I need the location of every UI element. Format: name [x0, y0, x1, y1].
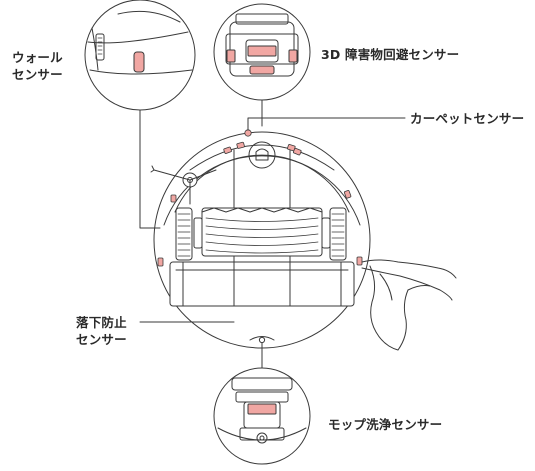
wall-sensor-label-line2: センサー: [12, 67, 63, 82]
carpet-sensor-label: カーペットセンサー: [410, 111, 525, 126]
cliff-sensor-side-right: [343, 190, 352, 199]
carpet-sensor-leader: [247, 117, 406, 131]
cliff-sensor-label: 落下防止 センサー: [76, 314, 127, 348]
drive-wheel-left: [175, 207, 193, 261]
callout-lines: [139, 97, 406, 373]
cliff-sensor-side-left: [170, 194, 177, 203]
cliff-sensor-front-left-2: [236, 141, 245, 149]
obstacle-sensor-zoom: [213, 3, 311, 101]
wall-sensor-label-line1: ウォール: [12, 50, 63, 65]
caster-wheel: [248, 141, 276, 169]
wall-sensor-leader: [139, 109, 161, 229]
cliff-sensor-front-left: [223, 146, 232, 154]
cliff-sensor-label-line1: 落下防止: [76, 315, 127, 330]
cliff-sensor-front-right-2: [292, 147, 302, 156]
wall-sensor-label: ウォール センサー: [12, 49, 63, 83]
side-brush: [150, 165, 217, 205]
roller-brush: [193, 207, 331, 257]
cliff-sensor-label-line2: センサー: [76, 332, 127, 347]
carpet-sensor-mark: [244, 129, 252, 137]
obstacle-sensor-label: 3D 障害物回避センサー: [321, 47, 460, 62]
mop-sensor-zoom: [213, 367, 311, 465]
body-sensors: [157, 129, 363, 267]
cliff-sensor-right-rear: [356, 256, 363, 266]
wall-sensor-mark: [157, 257, 164, 267]
mop-sensor-label: モップ洗浄センサー: [328, 417, 443, 432]
drive-wheel-right: [329, 207, 347, 261]
wall-sensor-zoom: [84, 0, 196, 111]
hand-with-cloth: [361, 259, 457, 351]
